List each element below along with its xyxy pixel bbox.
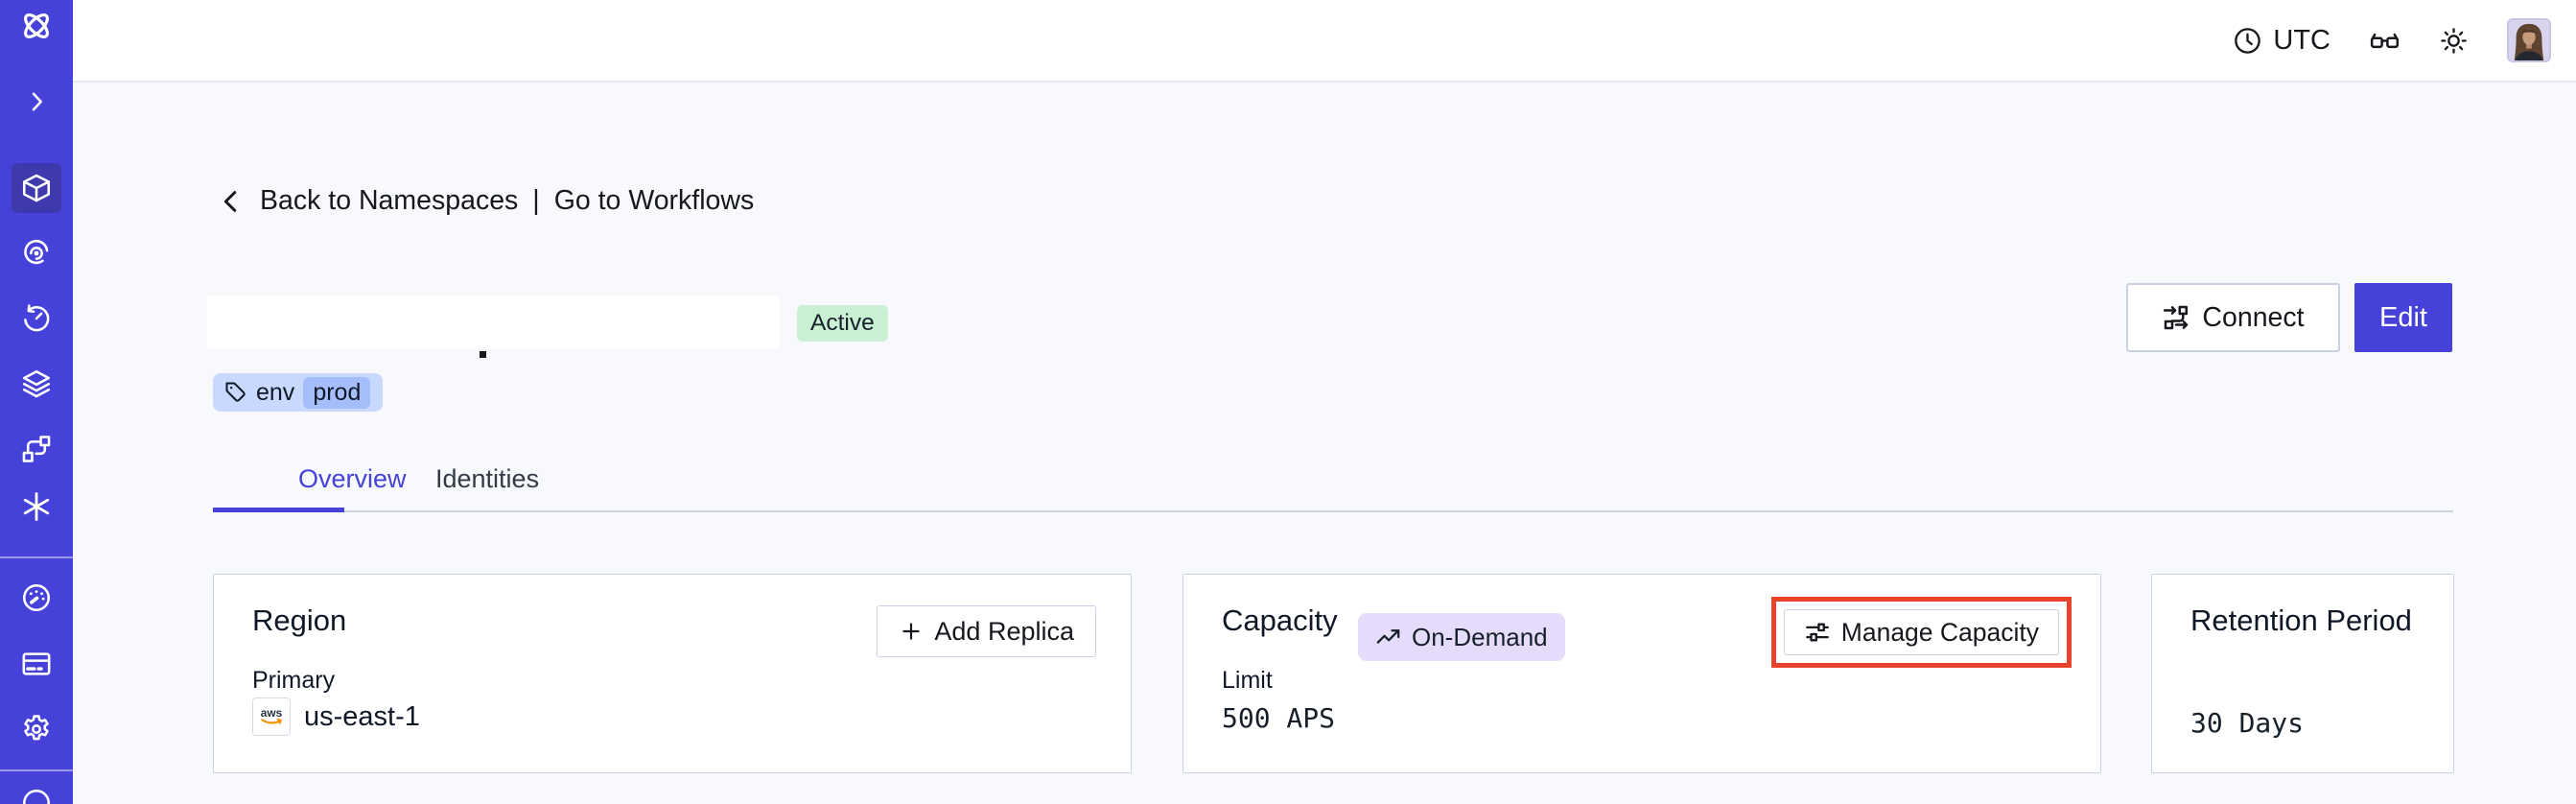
sidebar-item-batch-operations[interactable] [20, 433, 53, 465]
region-primary-label: Primary [252, 667, 336, 694]
aws-provider-badge: aws [252, 698, 291, 736]
sidebar [0, 0, 73, 804]
glasses-icon[interactable] [2369, 25, 2400, 57]
manage-capacity-button[interactable]: Manage Capacity [1783, 609, 2059, 655]
usage-gauge-icon [22, 583, 51, 612]
light-theme-sun-icon[interactable] [2439, 26, 2469, 56]
region-value: us-east-1 [304, 700, 420, 732]
back-chevron-icon[interactable] [217, 187, 246, 216]
region-card-title: Region [252, 603, 347, 637]
main-content: Back to Namespaces | Go to Workflows Act… [73, 83, 2576, 804]
tab-overview[interactable]: Overview [286, 464, 419, 494]
sidebar-item-nexus[interactable] [20, 490, 53, 523]
schedules-icon [24, 304, 50, 332]
sidebar-item-usage[interactable] [20, 581, 53, 614]
red-annotation-highlight: Manage Capacity [1770, 597, 2072, 668]
redaction-artifact-dot [480, 351, 486, 358]
connect-button-label: Connect [2202, 301, 2305, 333]
sidebar-divider [0, 556, 73, 558]
retention-card-title: Retention Period [2190, 603, 2412, 637]
tag-value-chip: prod [303, 376, 371, 409]
temporal-logo-icon[interactable] [18, 8, 55, 44]
sidebar-item-settings[interactable] [20, 713, 53, 745]
expand-sidebar-icon[interactable] [23, 88, 50, 115]
tabs-baseline [213, 510, 2453, 512]
breadcrumb-separator: | [532, 185, 540, 216]
breadcrumb: Back to Namespaces | Go to Workflows [217, 185, 754, 217]
workflows-icon [24, 239, 49, 265]
active-tab-underline [213, 508, 344, 512]
connect-button[interactable]: Connect [2126, 283, 2340, 352]
manage-capacity-label: Manage Capacity [1840, 617, 2039, 647]
svg-text:aws: aws [261, 706, 283, 720]
batch-operations-icon [22, 436, 51, 462]
trending-up-icon [1376, 628, 1400, 644]
breadcrumb-back-link[interactable]: Back to Namespaces [260, 185, 519, 216]
support-icon [22, 789, 51, 804]
timezone-selector[interactable]: UTC [2233, 25, 2330, 57]
on-demand-label: On-Demand [1412, 622, 1548, 651]
sidebar-item-support[interactable] [20, 787, 53, 804]
add-replica-button[interactable]: Add Replica [877, 605, 1096, 657]
sidebar-divider [0, 769, 73, 771]
edit-button[interactable]: Edit [2354, 283, 2452, 352]
breadcrumb-workflows-link[interactable]: Go to Workflows [553, 185, 755, 216]
timezone-label: UTC [2273, 24, 2330, 56]
clock-icon [2235, 27, 2261, 54]
connect-flow-icon [2164, 305, 2189, 330]
aws-logo-icon: aws [261, 706, 283, 724]
region-value-row: aws us-east-1 [252, 698, 420, 736]
deployments-icon [22, 369, 51, 398]
sidebar-item-billing[interactable] [20, 648, 53, 680]
tag-key: env [256, 378, 295, 406]
retention-card: Retention Period 30 Days [2151, 574, 2454, 773]
capacity-card-title: Capacity [1222, 603, 1338, 637]
capacity-card: Capacity On-Demand Manage Capacity Limit… [1183, 574, 2101, 773]
avatar-image [2509, 20, 2549, 60]
sidebar-item-schedules[interactable] [20, 302, 53, 335]
capacity-limit-label: Limit [1222, 667, 1273, 694]
capacity-value: 500 APS [1222, 702, 1336, 734]
plus-icon [902, 623, 921, 640]
settings-gear-icon [24, 715, 49, 741]
namespace-tag: env prod [213, 373, 384, 412]
nexus-asterisk-icon [23, 492, 50, 521]
sliders-icon [1805, 623, 1829, 642]
user-avatar[interactable] [2507, 18, 2551, 62]
status-badge: Active [797, 305, 888, 342]
billing-card-icon [22, 652, 51, 675]
add-replica-label: Add Replica [934, 616, 1074, 646]
namespaces-cube-icon [22, 174, 51, 202]
retention-value: 30 Days [2190, 707, 2305, 739]
sidebar-item-deployments[interactable] [20, 367, 53, 400]
namespace-title-redacted [207, 296, 780, 348]
tag-icon [225, 382, 246, 402]
tab-identities[interactable]: Identities [423, 464, 551, 494]
on-demand-badge: On-Demand [1358, 613, 1565, 661]
topbar: UTC [73, 0, 2576, 83]
sidebar-item-namespaces[interactable] [12, 163, 61, 213]
sidebar-item-workflows[interactable] [20, 237, 53, 270]
region-card: Region Add Replica Primary aws us-east-1 [213, 574, 1132, 773]
